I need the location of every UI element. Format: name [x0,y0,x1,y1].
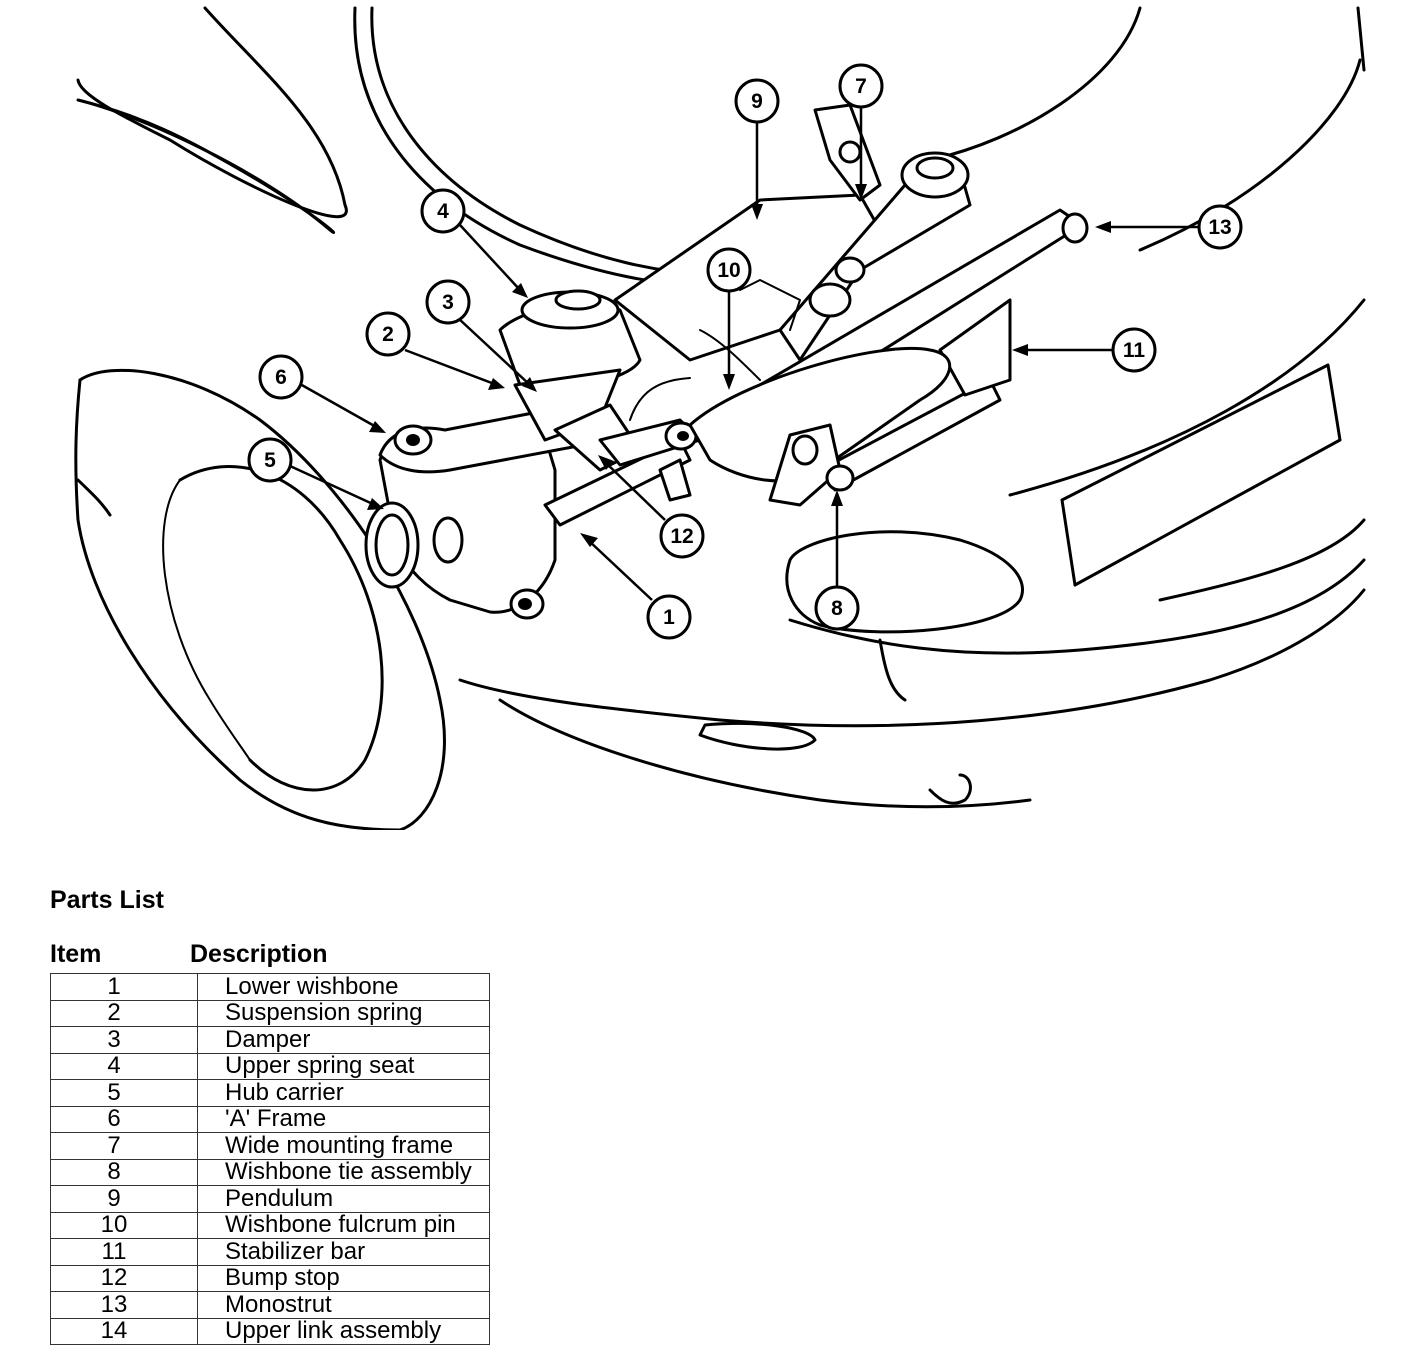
callout-label: 3 [442,291,454,314]
callout-label: 5 [264,449,276,472]
item-description: Wishbone fulcrum pin [197,1211,490,1239]
callout-label: 1 [663,606,675,629]
parts-list-title: Parts List [50,886,164,914]
callout-label: 13 [1208,216,1231,239]
item-number: 9 [50,1185,198,1213]
callout-12: 12 [598,455,705,559]
item-number: 1 [50,973,198,1001]
callout-label: 4 [437,200,449,223]
table-row: 6'A' Frame [50,1105,490,1133]
item-number: 12 [50,1264,198,1292]
item-description: Pendulum [197,1185,490,1213]
callout-label: 6 [275,366,287,389]
item-number: 2 [50,999,198,1027]
callout-9: 9 [734,78,780,220]
callout-4: 4 [420,188,528,298]
callout-10: 10 [706,247,752,390]
callout-3: 3 [425,279,537,392]
column-header-item: Item [50,940,102,968]
callout-label: 12 [670,525,693,548]
item-description: Hub carrier [197,1079,490,1107]
item-number: 6 [50,1105,198,1133]
item-description: Lower wishbone [197,973,490,1001]
item-number: 5 [50,1079,198,1107]
callout-label: 9 [751,90,763,113]
callout-5: 5 [247,437,384,510]
callout-label: 8 [831,597,843,620]
item-number: 8 [50,1158,198,1186]
callout-6: 6 [258,354,386,433]
item-description: Suspension spring [197,999,490,1027]
item-number: 3 [50,1026,198,1054]
item-description: Bump stop [197,1264,490,1292]
item-description: Monostrut [197,1291,490,1319]
suspension-diagram: 1 2 3 4 5 6 7 8 [74,6,1366,830]
item-description: Wishbone tie assembly [197,1158,490,1186]
callout-label: 2 [382,323,394,346]
item-number: 10 [50,1211,198,1239]
item-description: Upper link assembly [197,1317,490,1345]
item-number: 13 [50,1291,198,1319]
item-number: 14 [50,1317,198,1345]
item-description: 'A' Frame [197,1105,490,1133]
callout-11: 11 [1012,327,1157,373]
callout-8: 8 [814,490,860,631]
item-number: 11 [50,1238,198,1266]
column-header-description: Description [190,940,328,968]
item-number: 4 [50,1052,198,1080]
item-description: Stabilizer bar [197,1238,490,1266]
callout-13: 13 [1095,204,1243,250]
item-number: 7 [50,1132,198,1160]
item-description: Damper [197,1026,490,1054]
item-description: Wide mounting frame [197,1132,490,1160]
callout-label: 10 [717,259,740,282]
callout-7: 7 [838,63,884,200]
callout-label: 7 [855,75,867,98]
callout-1: 1 [580,533,692,640]
car-body-outline [74,6,1366,830]
suspension-assembly [364,103,1089,620]
callout-label: 11 [1123,339,1146,362]
item-description: Upper spring seat [197,1052,490,1080]
callout-2: 2 [365,311,505,390]
